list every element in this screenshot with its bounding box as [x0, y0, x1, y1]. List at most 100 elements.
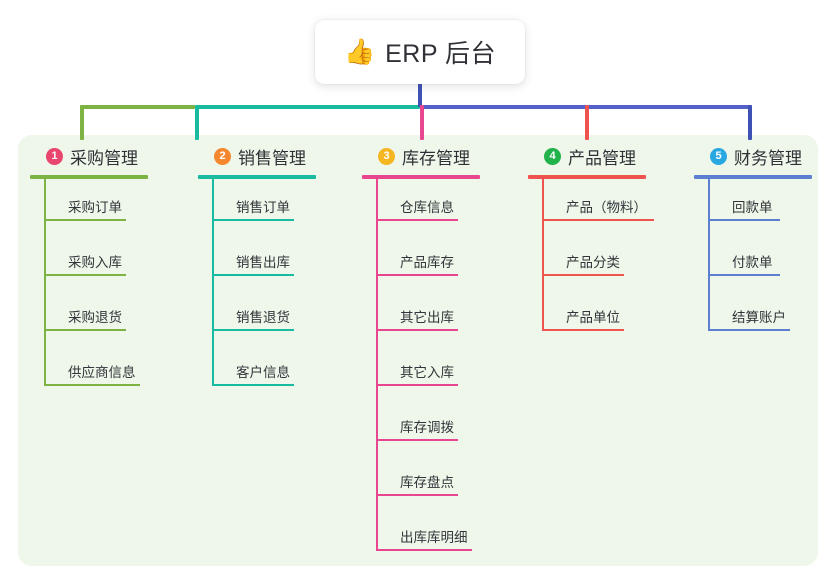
leaf-item[interactable]: 供应商信息 — [30, 344, 148, 399]
connector-drop-sales — [195, 105, 199, 140]
branch-number-badge: 3 — [378, 147, 395, 165]
root-stem-connector — [418, 84, 422, 107]
leaf-item[interactable]: 销售退货 — [198, 289, 316, 344]
branch-spine — [212, 179, 214, 386]
leaf-rule — [542, 274, 624, 276]
leaf-label: 出库库明细 — [400, 530, 468, 545]
leaf-rule — [212, 274, 294, 276]
leaf-rule — [44, 384, 140, 386]
branch-header-rule — [30, 175, 148, 179]
leaf-rule — [376, 549, 472, 551]
branch-number-badge: 4 — [544, 147, 561, 165]
leaf-label: 其它入库 — [400, 365, 454, 380]
leaf-label: 销售出库 — [236, 255, 290, 270]
branch-title: 库存管理 — [402, 148, 470, 168]
branch-spine — [542, 179, 544, 331]
thumbs-up-icon: 👍 — [343, 37, 376, 66]
branch-items-purchase: 采购订单采购入库采购退货供应商信息 — [30, 179, 148, 399]
leaf-item[interactable]: 产品单位 — [528, 289, 646, 344]
branch-header-rule — [528, 175, 646, 179]
leaf-rule — [708, 274, 780, 276]
branch-finance: 5 财务管理回款单付款单结算账户 — [694, 143, 812, 344]
branch-header-purchase[interactable]: 1 采购管理 — [30, 143, 148, 169]
leaf-rule — [376, 329, 458, 331]
leaf-rule — [44, 274, 126, 276]
root-node[interactable]: 👍 ERP 后台 — [315, 20, 525, 84]
leaf-item[interactable]: 采购入库 — [30, 234, 148, 289]
leaf-label: 采购入库 — [68, 255, 122, 270]
branch-items-finance: 回款单付款单结算账户 — [694, 179, 812, 344]
leaf-label: 产品（物料） — [566, 200, 647, 215]
leaf-rule — [212, 219, 294, 221]
leaf-rule — [212, 329, 294, 331]
leaf-label: 结算账户 — [732, 310, 786, 325]
leaf-label: 供应商信息 — [68, 365, 136, 380]
connector-drop-finance — [748, 105, 752, 140]
leaf-item[interactable]: 客户信息 — [198, 344, 316, 399]
branch-items-sales: 销售订单销售出库销售退货客户信息 — [198, 179, 316, 399]
leaf-item[interactable]: 其它入库 — [362, 344, 480, 399]
branch-title: 采购管理 — [70, 148, 138, 168]
leaf-rule — [376, 439, 458, 441]
branch-spine — [376, 179, 378, 551]
leaf-item[interactable]: 仓库信息 — [362, 179, 480, 234]
leaf-rule — [376, 274, 458, 276]
leaf-item[interactable]: 库存调拨 — [362, 399, 480, 454]
leaf-item[interactable]: 产品分类 — [528, 234, 646, 289]
leaf-rule — [212, 384, 294, 386]
leaf-rule — [542, 219, 654, 221]
leaf-label: 采购订单 — [68, 200, 122, 215]
root-title: ERP 后台 — [385, 40, 497, 68]
branch-title: 财务管理 — [734, 148, 802, 168]
leaf-item[interactable]: 采购退货 — [30, 289, 148, 344]
leaf-label: 销售订单 — [236, 200, 290, 215]
leaf-label: 付款单 — [732, 255, 773, 270]
branch-header-finance[interactable]: 5 财务管理 — [694, 143, 812, 169]
branch-header-stock[interactable]: 3 库存管理 — [362, 143, 480, 169]
leaf-rule — [44, 219, 126, 221]
leaf-item[interactable]: 销售订单 — [198, 179, 316, 234]
branch-header-rule — [198, 175, 316, 179]
branch-purchase: 1 采购管理采购订单采购入库采购退货供应商信息 — [30, 143, 148, 399]
leaf-label: 仓库信息 — [400, 200, 454, 215]
leaf-rule — [376, 219, 458, 221]
leaf-item[interactable]: 产品库存 — [362, 234, 480, 289]
leaf-rule — [44, 329, 126, 331]
connector-bar-green — [80, 105, 195, 109]
leaf-label: 产品单位 — [566, 310, 620, 325]
leaf-item[interactable]: 销售出库 — [198, 234, 316, 289]
leaf-item[interactable]: 其它出库 — [362, 289, 480, 344]
leaf-item[interactable]: 付款单 — [694, 234, 812, 289]
leaf-item[interactable]: 库存盘点 — [362, 454, 480, 509]
branch-stock: 3 库存管理仓库信息产品库存其它出库其它入库库存调拨库存盘点出库库明细 — [362, 143, 480, 564]
branch-header-rule — [362, 175, 480, 179]
leaf-item[interactable]: 出库库明细 — [362, 509, 480, 564]
leaf-rule — [376, 494, 458, 496]
connector-drop-product — [585, 105, 589, 140]
connector-bar-teal — [195, 105, 420, 109]
leaf-label: 销售退货 — [236, 310, 290, 325]
branch-spine — [708, 179, 710, 331]
leaf-label: 采购退货 — [68, 310, 122, 325]
leaf-item[interactable]: 结算账户 — [694, 289, 812, 344]
branch-header-rule — [694, 175, 812, 179]
branch-number-badge: 5 — [710, 147, 727, 165]
leaf-label: 产品库存 — [400, 255, 454, 270]
connector-drop-stock — [420, 105, 424, 140]
leaf-item[interactable]: 回款单 — [694, 179, 812, 234]
leaf-rule — [542, 329, 624, 331]
leaf-label: 库存盘点 — [400, 475, 454, 490]
leaf-label: 其它出库 — [400, 310, 454, 325]
leaf-label: 回款单 — [732, 200, 773, 215]
leaf-item[interactable]: 产品（物料） — [528, 179, 654, 234]
leaf-item[interactable]: 采购订单 — [30, 179, 148, 234]
branch-items-stock: 仓库信息产品库存其它出库其它入库库存调拨库存盘点出库库明细 — [362, 179, 480, 564]
leaf-rule — [708, 329, 790, 331]
connector-drop-purchase — [80, 105, 84, 140]
branch-number-badge: 1 — [46, 147, 63, 165]
